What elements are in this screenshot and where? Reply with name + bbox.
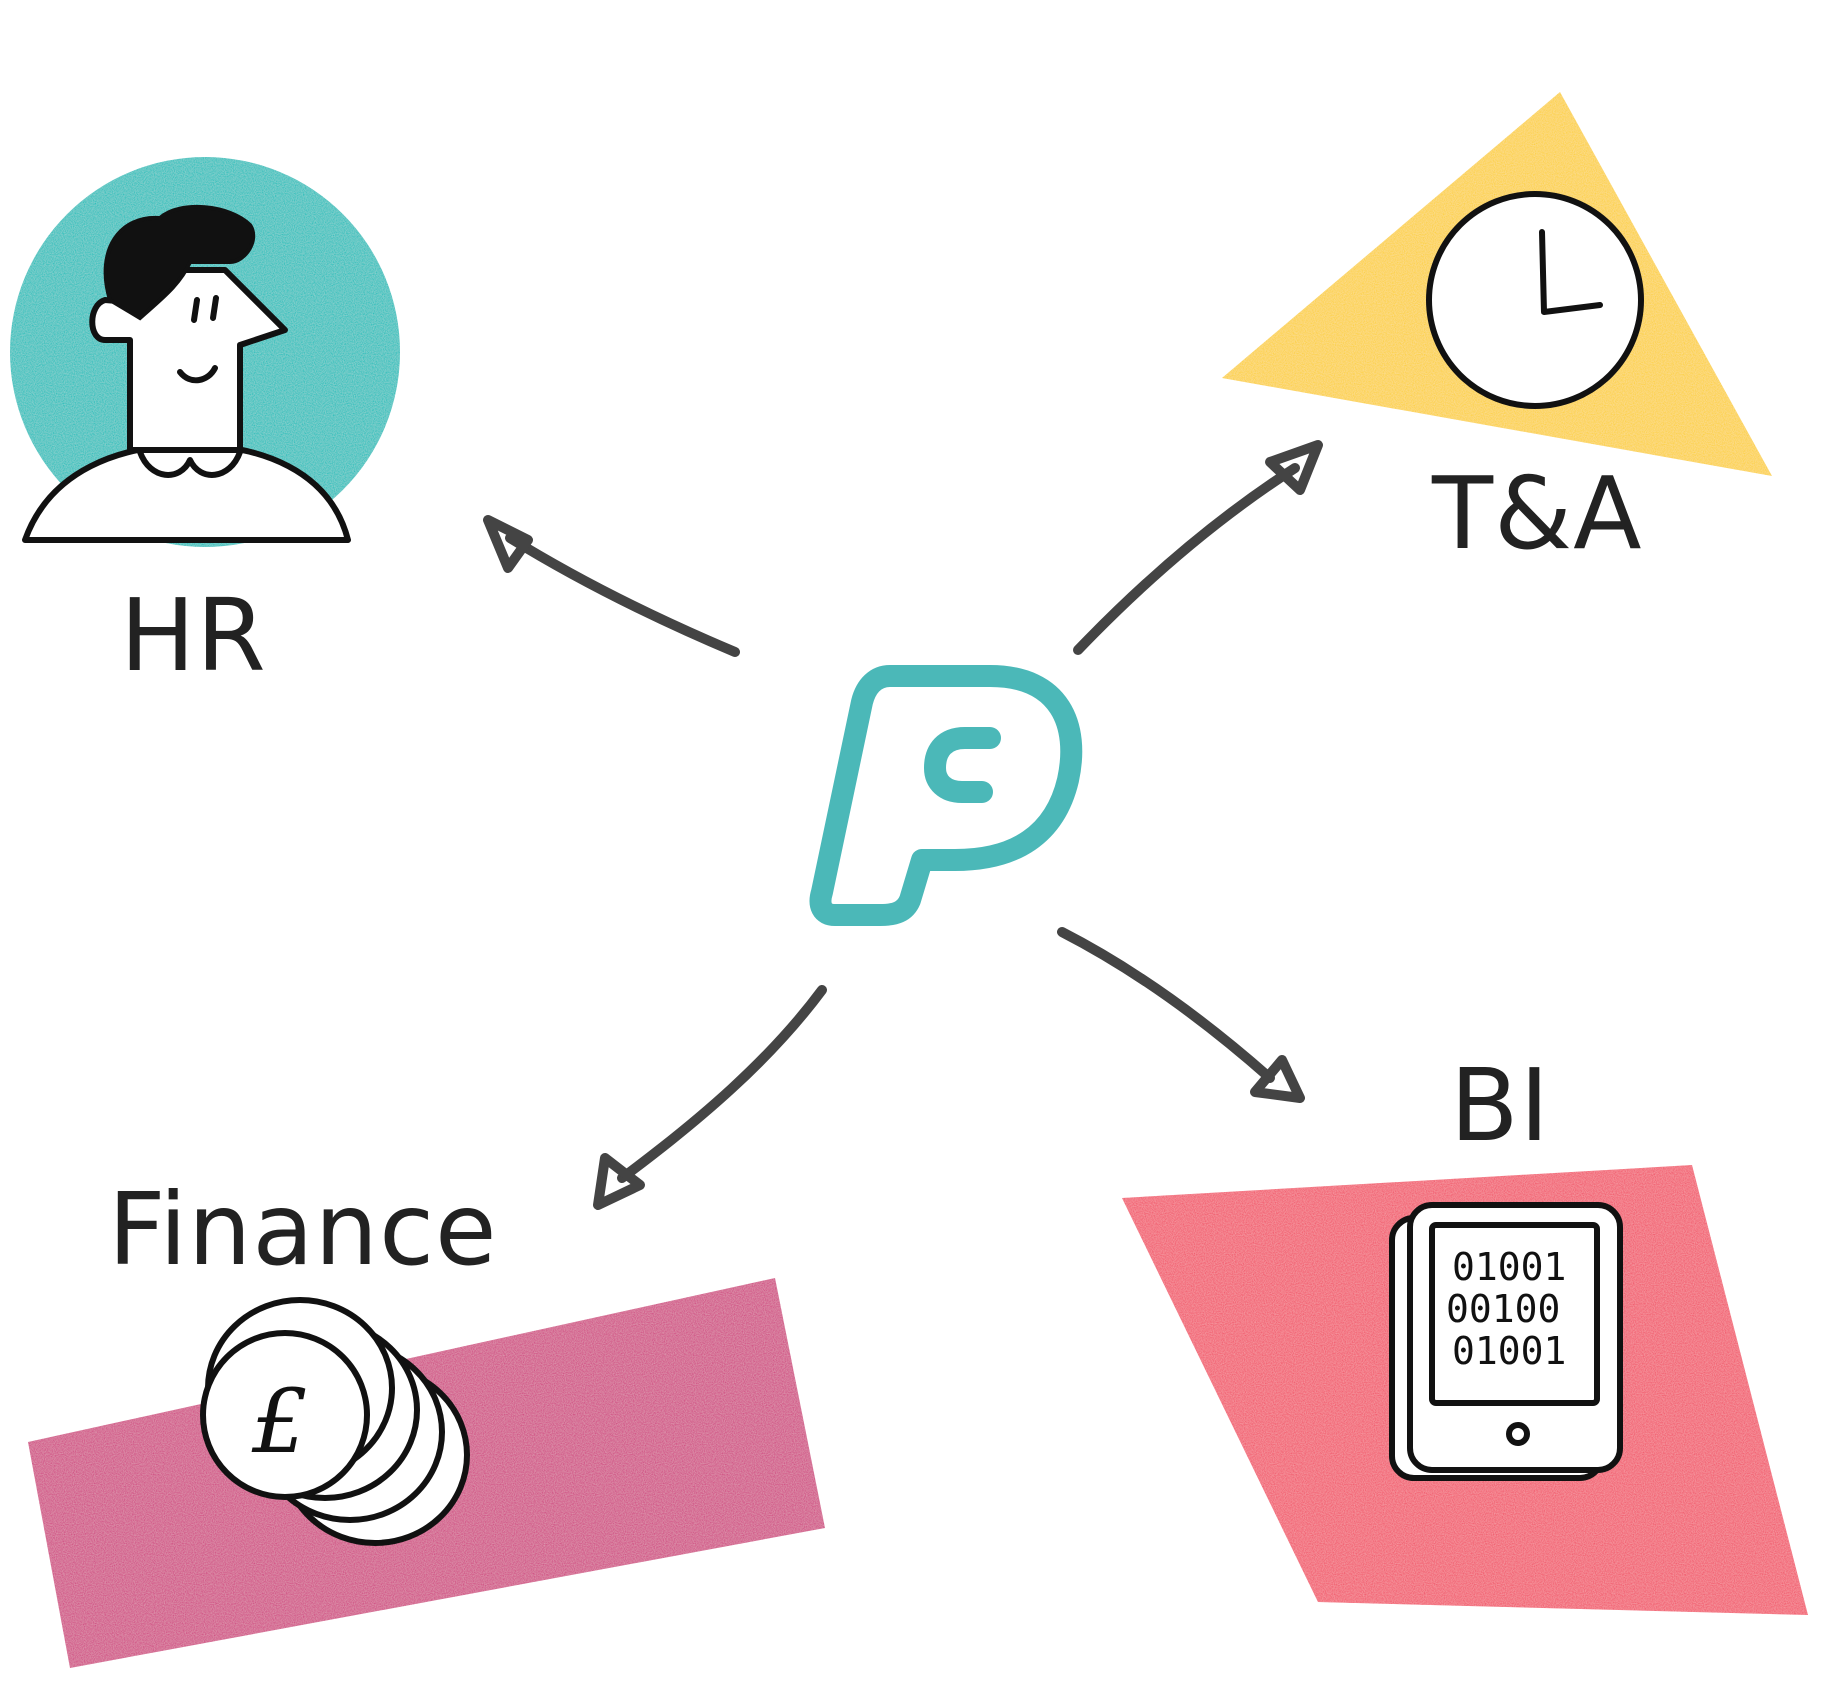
- clock-icon: [1426, 191, 1644, 409]
- finance-node: £ Finance: [28, 1171, 825, 1668]
- bi-label: BI: [1450, 1047, 1550, 1164]
- arrow-to-finance: [593, 985, 827, 1210]
- arrow-to-bi: [1057, 927, 1305, 1103]
- arrow-to-ta: [1073, 440, 1323, 655]
- p-logo-icon: [809, 665, 1083, 926]
- p-logo-inner: [924, 727, 1001, 803]
- hr-label: HR: [120, 577, 267, 694]
- binary-line-3: 01001: [1452, 1329, 1566, 1373]
- ta-label: T&A: [1431, 455, 1642, 572]
- binary-line-1: 01001: [1452, 1245, 1566, 1289]
- bi-node: 01001 00100 01001 BI: [1122, 1047, 1808, 1615]
- p-logo-outer: [809, 665, 1083, 926]
- coin-stack-icon: £: [200, 1297, 470, 1546]
- binary-line-2: 00100: [1446, 1287, 1560, 1331]
- hair-shape: [103, 204, 256, 321]
- arrow-to-hr: [483, 515, 740, 657]
- person-icon: [22, 204, 351, 543]
- tablet-binary-icon: 01001 00100 01001: [1389, 1202, 1623, 1481]
- coin-symbol: £: [251, 1370, 308, 1473]
- ta-node: T&A: [1222, 92, 1772, 572]
- finance-label: Finance: [108, 1171, 498, 1288]
- hr-node: HR: [10, 157, 400, 694]
